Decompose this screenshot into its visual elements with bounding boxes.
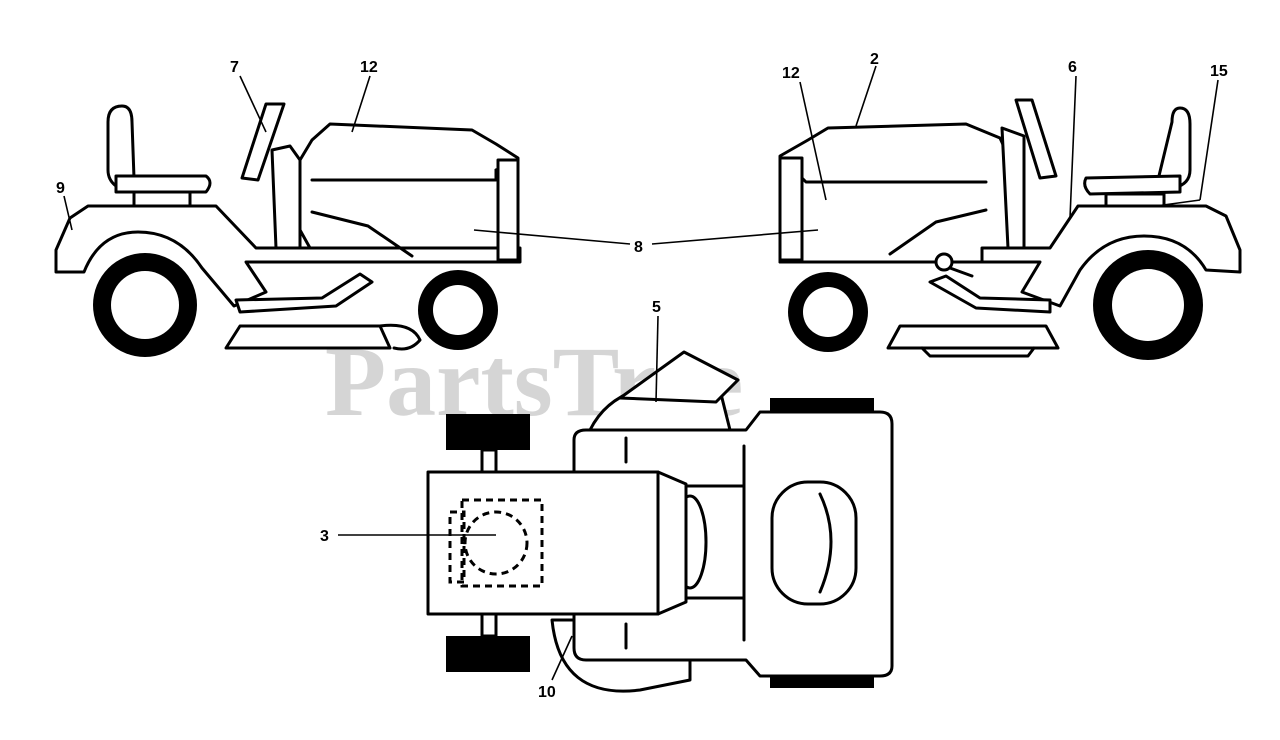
callout-12-left: 12 — [360, 59, 378, 76]
right-rear-hub — [1112, 269, 1184, 341]
leader-12-right — [799, 81, 827, 201]
callout-6: 6 — [1068, 59, 1077, 76]
right-lift-lever-knob — [934, 252, 954, 272]
leader-8-left — [473, 229, 631, 245]
callout-7: 7 — [230, 59, 239, 76]
callout-15: 15 — [1210, 63, 1228, 80]
left-dash — [270, 144, 302, 250]
right-grille — [778, 156, 804, 262]
left-hood-side-line — [310, 210, 414, 258]
left-side-view-tractor — [54, 102, 522, 357]
top-front-left-tire — [446, 414, 530, 450]
right-seat-back — [1156, 106, 1192, 190]
callout-10: 10 — [538, 684, 556, 701]
top-discharge-chute — [618, 350, 740, 404]
top-engine-decal-circle — [463, 510, 529, 576]
leader-2 — [855, 65, 877, 127]
callout-3: 3 — [320, 528, 329, 545]
leader-8-right — [651, 229, 819, 245]
callout-8: 8 — [634, 239, 643, 256]
top-seat — [770, 480, 858, 606]
right-side-view-tractor — [778, 98, 1242, 360]
callout-12-right: 12 — [782, 65, 800, 82]
right-front-hub — [803, 287, 853, 337]
left-rear-hub — [111, 271, 179, 339]
right-hood-line — [800, 176, 988, 184]
callout-9: 9 — [56, 180, 65, 197]
top-hood — [426, 470, 688, 616]
callout-labels: 7 12 9 8 2 12 6 15 5 3 10 — [56, 51, 1228, 701]
leader-12-left — [351, 75, 371, 133]
right-seat-cushion — [1083, 174, 1182, 196]
top-view-tractor — [426, 350, 894, 693]
right-mower-deck — [886, 324, 1060, 350]
left-mower-deck — [224, 324, 392, 350]
left-seat-back — [106, 104, 136, 188]
left-hood — [298, 122, 520, 264]
right-steering-wheel — [1014, 98, 1058, 180]
leader-10 — [551, 635, 573, 681]
right-deck-skirt — [920, 346, 1036, 358]
leader-5 — [655, 315, 659, 403]
right-footrest — [928, 274, 1052, 314]
left-front-hub — [433, 285, 483, 335]
left-seat-base — [132, 190, 192, 208]
leader-7 — [239, 75, 267, 133]
left-rear-fender — [54, 204, 522, 308]
left-hood-line — [310, 168, 498, 182]
left-footrest — [234, 272, 374, 314]
left-seat-cushion — [114, 174, 212, 194]
leader-6 — [1069, 75, 1077, 219]
left-steering-wheel — [240, 102, 286, 182]
top-front-right-tire — [446, 636, 530, 672]
left-deck-chute — [378, 323, 422, 351]
right-hood-side-line — [888, 208, 988, 256]
callout-2: 2 — [870, 51, 879, 68]
leader-lines — [63, 65, 1219, 681]
top-engine-decal-outline — [460, 498, 544, 588]
callout-5: 5 — [652, 299, 661, 316]
leader-15-b — [1155, 199, 1201, 207]
right-dash — [1000, 126, 1026, 250]
left-grille — [496, 158, 520, 262]
leader-15-a — [1199, 79, 1219, 201]
leader-9 — [63, 195, 73, 231]
